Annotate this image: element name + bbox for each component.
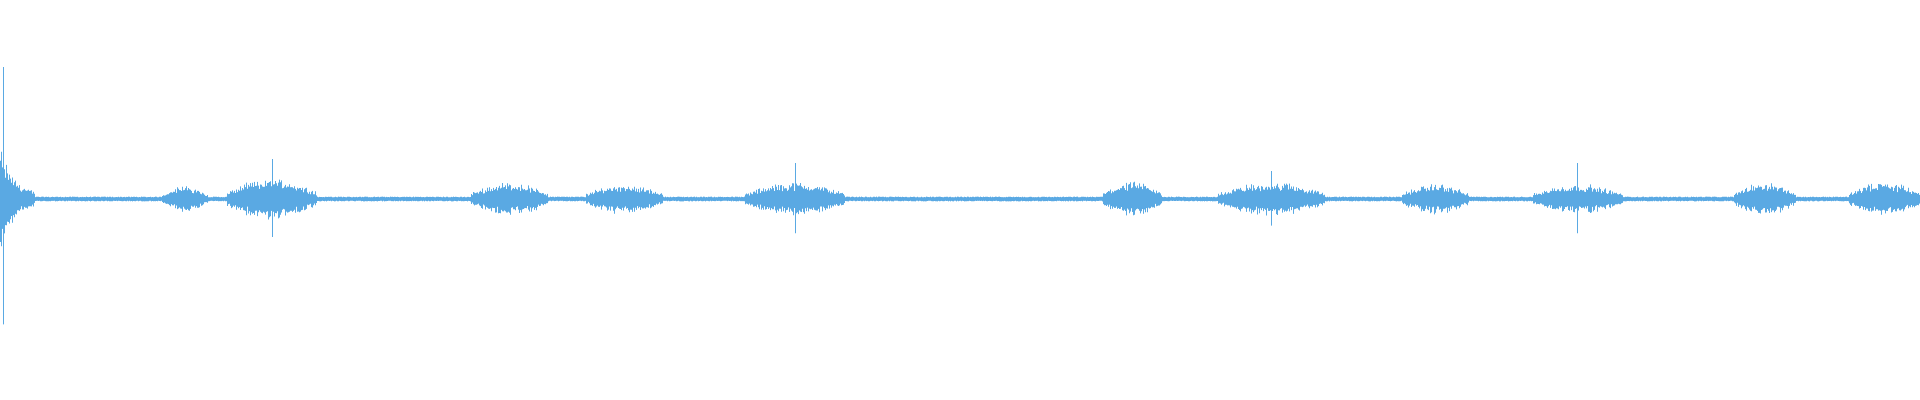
waveform-trace bbox=[0, 67, 1920, 325]
waveform-path bbox=[0, 151, 1920, 247]
